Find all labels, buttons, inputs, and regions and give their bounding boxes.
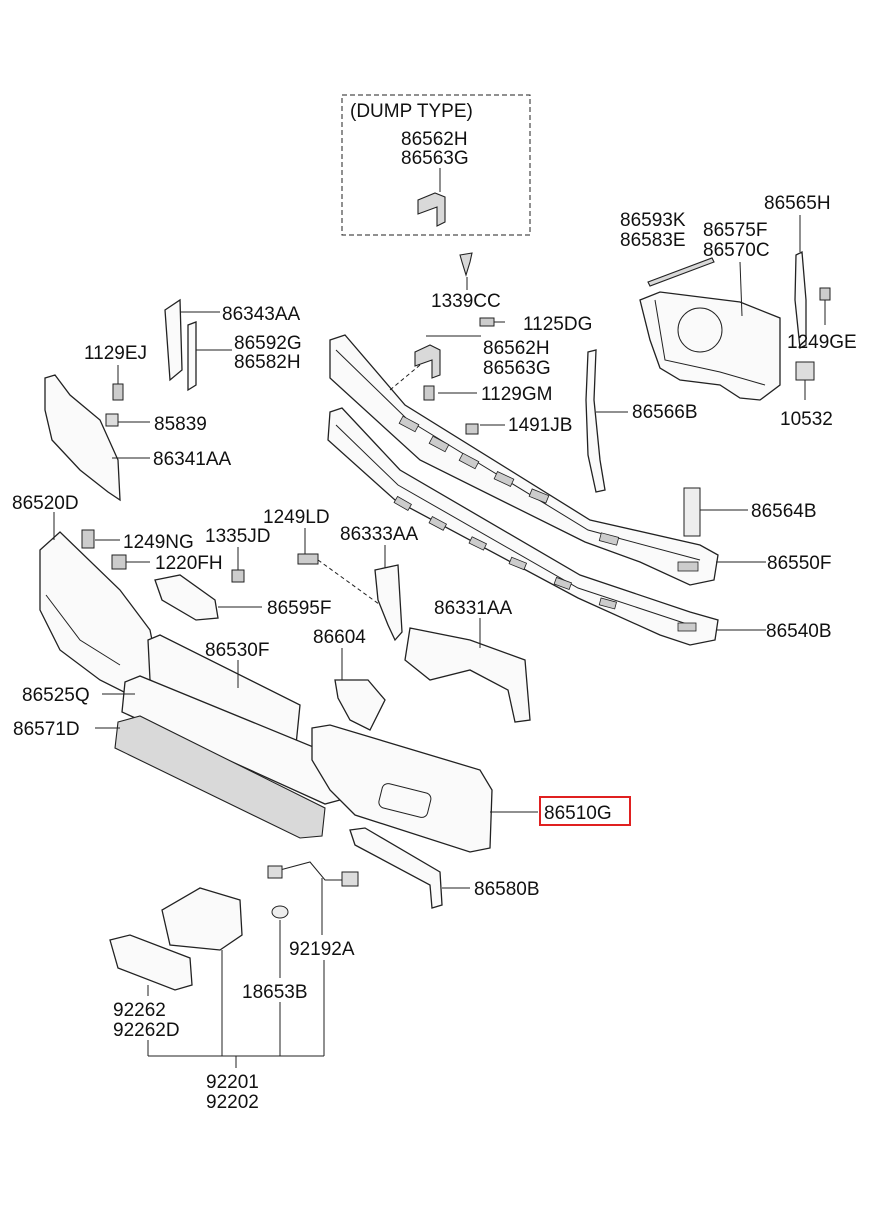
label-86580b: 86580B [474,879,540,900]
bolt-1125dg [479,317,505,327]
label-1125dg: 1125DG [523,314,592,335]
label-1335jd: 1335JD [205,526,271,547]
label-86583e: 86583E [620,230,686,251]
label-86565h: 86565H [764,193,831,214]
label-92202: 92202 [206,1092,259,1113]
label-86520d: 86520D [12,493,79,514]
label-86564b: 86564B [751,501,817,522]
label-1220fh: 1220FH [155,553,223,574]
label-86331aa: 86331AA [434,598,513,619]
label-92262d: 92262D [113,1020,180,1041]
connector-b [341,871,359,887]
bolt-1491jb [465,423,479,435]
label-86563g-a: 86563G [401,148,469,169]
bolt-1129ej [112,383,124,401]
label-86530f: 86530F [205,640,269,661]
label-1249ge: 1249GE [787,332,857,353]
side-bracket-86592g [187,321,197,392]
label-1339cc: 1339CC [431,291,501,312]
part-labels: (DUMP TYPE) 86562H 86563G 1339CC 1125DG … [12,101,857,1113]
bracket-86595f [154,574,219,621]
dump-type-box [341,94,531,236]
label-86563g-b: 86563G [483,358,551,379]
label-86343aa: 86343AA [222,304,301,325]
fog-lamp-92201 [161,887,243,951]
strap-86566b [585,349,606,493]
label-86604: 86604 [313,627,366,648]
label-92192a: 92192A [289,939,355,960]
bolt-1249ld [297,553,319,565]
label-1249ld: 1249LD [263,507,330,528]
label-92262: 92262 [113,1000,166,1021]
nut-1335jd [231,569,245,583]
upper-beam-86550f [329,334,719,586]
label-85839: 85839 [154,414,207,435]
label-92201: 92201 [206,1072,259,1093]
label-86595f: 86595F [267,598,331,619]
bolt-1129gm [423,385,435,401]
arch-86331aa [404,627,531,723]
clip-85839 [105,413,119,427]
leader-lines [53,215,826,1068]
radiator-support [639,291,781,401]
bracket-86562h [414,344,441,379]
nut-1220fh [111,554,127,570]
label-86333aa: 86333AA [340,524,419,545]
wiring-92192a [279,861,345,881]
rod-86593k [647,257,715,287]
label-86510g: 86510G [544,803,612,824]
bulb-18653b [271,905,289,919]
dump-bracket [417,192,446,227]
label-86575f: 86575F [703,220,767,241]
label-86562h-b: 86562H [483,338,550,359]
label-86571d: 86571D [13,719,80,740]
extension-86341aa [44,374,121,502]
upper-beam-slots [398,415,699,572]
label-86341aa: 86341AA [153,449,232,470]
lower-beam-slots [393,495,697,632]
bracket-86580b [349,827,443,909]
clip-10532 [795,361,815,381]
label-86525q: 86525Q [22,685,90,706]
label-86566b: 86566B [632,402,698,423]
skid-plate-86571d [114,715,326,839]
label-1491jb: 1491JB [508,415,572,436]
bracket-86564b [683,487,701,537]
bracket-86604 [334,679,386,731]
label-86562h-a: 86562H [401,129,468,150]
label-1129ej: 1129EJ [84,343,147,364]
dump-type-title: (DUMP TYPE) [350,101,473,122]
label-86592g: 86592G [234,333,302,354]
label-86582h: 86582H [234,352,301,373]
bumper-left-86520d [39,531,161,701]
label-1249ng: 1249NG [123,532,194,553]
label-86593k: 86593K [620,210,686,231]
bezel-92262 [109,934,193,991]
label-18653b: 18653B [242,982,308,1003]
side-bracket-86343aa [164,298,183,382]
label-1129gm: 1129GM [481,384,552,405]
connector-a [267,865,283,879]
bolt-1249ng [81,529,95,549]
label-86550f: 86550F [767,553,831,574]
bracket-86333aa [374,564,403,642]
clip-1339cc [459,252,473,277]
bumper-fog-opening-right [378,783,432,818]
label-86540b: 86540B [766,621,832,642]
bolt-1249ge [819,287,831,301]
highlight-86510g [539,796,631,826]
label-86570c: 86570C [703,240,770,261]
bumper-main-86510g [311,724,493,853]
stay-86565h [794,250,807,350]
label-10532: 10532 [780,409,833,430]
